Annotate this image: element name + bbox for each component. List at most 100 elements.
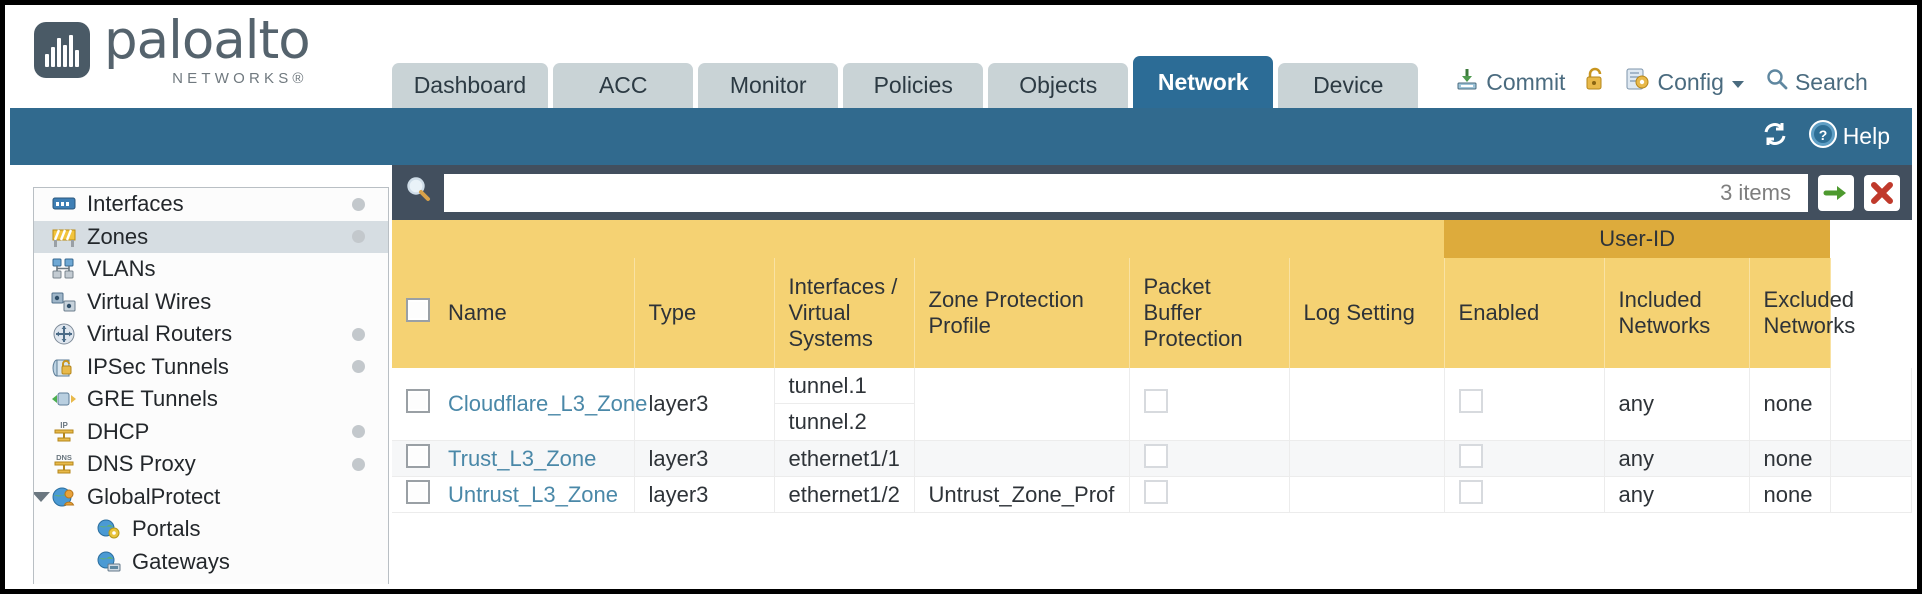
col-type[interactable]: Type: [634, 258, 775, 368]
clear-filter-button[interactable]: [1864, 174, 1900, 211]
row-select-cell: [392, 440, 434, 477]
cell-interfaces: ethernet1/2: [774, 476, 915, 513]
row-checkbox[interactable]: [406, 443, 430, 468]
cell-filler: [1830, 440, 1912, 477]
help-button[interactable]: ? Help: [1808, 119, 1890, 155]
col-name[interactable]: Name: [434, 258, 635, 368]
tab-objects[interactable]: Objects: [988, 63, 1129, 108]
cell-included-networks: any: [1604, 368, 1750, 441]
zones-panel: 3 items: [392, 165, 1912, 584]
gateways-icon: [96, 550, 122, 574]
tab-policies[interactable]: Policies: [843, 63, 984, 108]
search-icon: [1765, 67, 1789, 97]
col-enabled[interactable]: Enabled: [1444, 258, 1605, 368]
status-dot: [352, 457, 365, 471]
zones-table: User-ID Name Type Interfaces / Virtual S…: [392, 220, 1912, 513]
row-checkbox[interactable]: [406, 389, 430, 413]
search-label: Search: [1794, 68, 1868, 95]
row-checkbox[interactable]: [406, 479, 430, 504]
sidebar-item-gateways[interactable]: Gateways: [34, 546, 388, 579]
commit-icon: [1454, 66, 1480, 98]
cell-zone-protection-profile: Untrust_Zone_Prof: [914, 476, 1130, 513]
sidebar-item-dns-proxy[interactable]: DNS DNS Proxy: [34, 448, 388, 481]
tab-device[interactable]: Device: [1278, 63, 1419, 108]
cell-zone-protection-profile: [914, 440, 1130, 477]
paloalto-logo-icon: [34, 22, 90, 78]
status-dot: [352, 425, 365, 439]
sidebar-item-portals[interactable]: Portals: [34, 513, 388, 546]
cell-packet-buffer-protection: [1129, 476, 1290, 513]
sidebar-item-virtual-wires[interactable]: Virtual Wires: [34, 286, 388, 319]
col-zone-protection-profile[interactable]: Zone Protection Profile: [914, 258, 1130, 368]
sidebar-item-label: Portals: [132, 516, 201, 542]
network-sidebar: Interfaces Zones: [33, 187, 389, 584]
col-interfaces-virtual-systems[interactable]: Interfaces / Virtual Systems: [774, 258, 915, 368]
col-packet-buffer-protection[interactable]: Packet Buffer Protection: [1129, 258, 1290, 368]
table-row[interactable]: Untrust_L3_Zone layer3 ethernet1/2 Untru…: [392, 476, 1912, 513]
col-excluded-networks[interactable]: Excluded Networks: [1749, 258, 1855, 368]
search-input[interactable]: 3 items: [444, 173, 1808, 212]
select-all-checkbox[interactable]: [406, 298, 430, 322]
lock-icon[interactable]: [1584, 66, 1606, 98]
cell-name: Untrust_L3_Zone: [434, 476, 635, 513]
sidebar-item-dhcp[interactable]: IP DHCP: [34, 416, 388, 449]
cell-excluded-networks: none: [1749, 440, 1831, 477]
cell-zone-protection-profile: [914, 368, 1130, 441]
brand-sub: NETWORKS: [172, 70, 293, 87]
green-arrow-icon: [1823, 185, 1846, 200]
main-tab-bar: Dashboard ACC Monitor Policies Objects N…: [391, 56, 1419, 108]
table-row[interactable]: Trust_L3_Zone layer3 ethernet1/1: [392, 440, 1912, 477]
commit-button[interactable]: Commit: [1454, 66, 1565, 98]
gre-tunnels-icon: [51, 387, 77, 411]
packet-buffer-checkbox[interactable]: [1143, 443, 1168, 468]
tab-network[interactable]: Network: [1133, 56, 1274, 108]
sidebar-item-label: GRE Tunnels: [87, 386, 218, 412]
sidebar-item-ipsec-tunnels[interactable]: IPSec Tunnels: [34, 351, 388, 384]
sidebar-item-virtual-routers[interactable]: Virtual Routers: [34, 318, 388, 351]
zone-name-link[interactable]: Trust_L3_Zone: [448, 445, 597, 471]
vlans-icon: [51, 257, 77, 281]
search-icon[interactable]: [404, 175, 434, 210]
sidebar-item-globalprotect[interactable]: GlobalProtect: [34, 481, 388, 514]
zones-icon: [51, 225, 77, 249]
search-button[interactable]: Search: [1765, 67, 1868, 97]
app-header: paloalto NETWORKS® Dashboard ACC Monitor…: [10, 10, 1912, 108]
sidebar-item-label: Virtual Wires: [87, 288, 212, 314]
chevron-down-icon[interactable]: [34, 491, 50, 502]
svg-text:DNS: DNS: [56, 453, 72, 462]
user-id-enabled-checkbox[interactable]: [1458, 389, 1483, 413]
packet-buffer-checkbox[interactable]: [1143, 479, 1168, 504]
sidebar-item-vlans[interactable]: VLANs: [34, 253, 388, 286]
cell-log-setting: [1289, 476, 1445, 513]
zone-name-link[interactable]: Untrust_L3_Zone: [448, 481, 618, 507]
banner-actions: ? Help: [1760, 119, 1890, 155]
sidebar-item-gre-tunnels[interactable]: GRE Tunnels: [34, 383, 388, 416]
cell-user-id-enabled: [1444, 440, 1605, 477]
user-id-enabled-checkbox[interactable]: [1458, 443, 1483, 468]
packet-buffer-checkbox[interactable]: [1143, 389, 1168, 413]
user-id-enabled-checkbox[interactable]: [1458, 479, 1483, 504]
cell-included-networks: any: [1604, 476, 1750, 513]
tab-dashboard[interactable]: Dashboard: [391, 63, 549, 108]
col-log-setting[interactable]: Log Setting: [1289, 258, 1445, 368]
ipsec-tunnels-icon: [51, 355, 77, 379]
cell-filler: [1830, 368, 1912, 441]
chevron-down-icon: [1730, 69, 1746, 96]
tab-acc[interactable]: ACC: [553, 63, 694, 108]
search-toolbar: 3 items: [392, 165, 1912, 220]
refresh-icon[interactable]: [1760, 119, 1790, 155]
col-included-networks[interactable]: Included Networks: [1604, 258, 1750, 368]
cell-packet-buffer-protection: [1129, 440, 1290, 477]
cell-type: layer3: [634, 476, 775, 513]
cell-included-networks: any: [1604, 440, 1750, 477]
sidebar-item-interfaces[interactable]: Interfaces: [34, 188, 388, 221]
config-menu[interactable]: Config: [1625, 66, 1745, 98]
sidebar-item-label: Zones: [87, 223, 149, 249]
zone-name-link[interactable]: Cloudflare_L3_Zone: [448, 391, 648, 416]
tab-monitor[interactable]: Monitor: [698, 63, 839, 108]
sidebar-item-zones[interactable]: Zones: [34, 220, 388, 253]
group-header-user-id: User-ID: [1444, 220, 1831, 258]
apply-filter-button[interactable]: [1818, 174, 1854, 211]
interface-item: tunnel.2: [788, 409, 867, 434]
